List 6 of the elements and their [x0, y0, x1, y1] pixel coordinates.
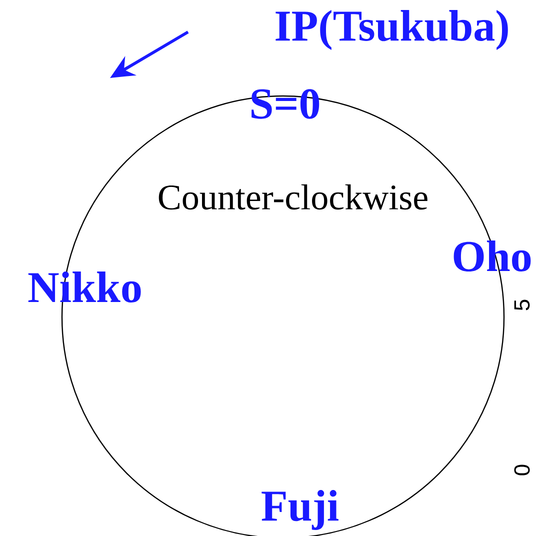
location-label: IP(Tsukuba): [276, 10, 508, 50]
location-label: Fuji: [262, 490, 338, 530]
ring-label: Counter-clockwise: [158, 184, 428, 210]
tick-label: 0: [514, 464, 530, 476]
location-label: S=0: [252, 89, 320, 119]
tick-label: 5: [514, 300, 530, 310]
